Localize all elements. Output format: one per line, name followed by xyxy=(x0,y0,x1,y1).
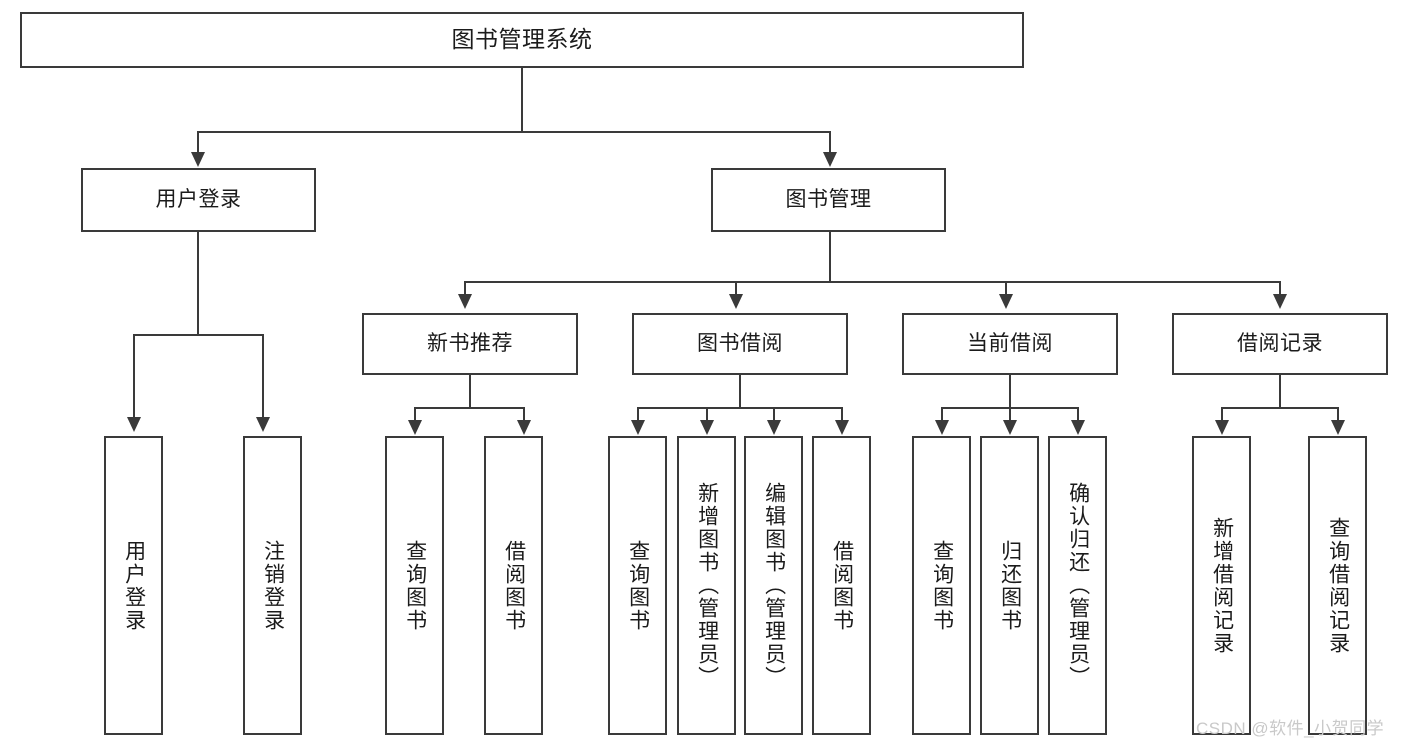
arrow-to-leaf-nb-2 xyxy=(517,420,531,435)
connector-drop-book-management xyxy=(829,131,831,153)
node-label: 查询图书 xyxy=(626,539,650,632)
connector-drop-current-borrow xyxy=(1005,281,1007,295)
arrow-to-leaf-login-2 xyxy=(256,417,270,432)
node-label: 借阅记录 xyxy=(1237,331,1323,355)
node-label: 编辑图书（管理员） xyxy=(762,482,786,689)
connector-drop-bb-3 xyxy=(773,407,775,421)
node-book-management-system[interactable]: 图书管理系统 xyxy=(20,12,1024,68)
node-label: 图书管理 xyxy=(785,187,872,211)
connector-level3-bus xyxy=(464,281,1280,283)
connector-level2-bus xyxy=(197,131,831,133)
connector-drop-bb-2 xyxy=(706,407,708,421)
arrow-to-leaf-cb-2 xyxy=(1003,420,1017,435)
arrow-to-book-borrow xyxy=(729,294,743,309)
arrow-to-current-borrow xyxy=(999,294,1013,309)
arrow-to-leaf-bb-3 xyxy=(767,420,781,435)
connector-root-stem xyxy=(521,68,523,132)
leaf-query-borrow-record[interactable]: 查询借阅记录 xyxy=(1308,436,1367,735)
connector-current-borrow-stem xyxy=(1009,375,1011,408)
arrow-to-new-book-recommend xyxy=(458,294,472,309)
connector-drop-br-2 xyxy=(1337,407,1339,421)
arrow-to-leaf-nb-1 xyxy=(408,420,422,435)
connector-drop-br-1 xyxy=(1221,407,1223,421)
node-current-borrow[interactable]: 当前借阅 xyxy=(902,313,1118,375)
arrow-to-leaf-login-1 xyxy=(127,417,141,432)
arrow-to-leaf-bb-4 xyxy=(835,420,849,435)
connector-user-login-stem xyxy=(197,232,199,335)
connector-book-borrow-stem xyxy=(739,375,741,408)
node-borrow-record[interactable]: 借阅记录 xyxy=(1172,313,1388,375)
arrow-to-leaf-br-1 xyxy=(1215,420,1229,435)
connector-borrow-record-stem xyxy=(1279,375,1281,408)
node-label: 新增借阅记录 xyxy=(1210,516,1234,655)
arrow-to-leaf-br-2 xyxy=(1331,420,1345,435)
node-book-management[interactable]: 图书管理 xyxy=(711,168,946,232)
node-new-book-recommend[interactable]: 新书推荐 xyxy=(362,313,578,375)
node-label: 查询图书 xyxy=(930,539,954,632)
node-label: 用户登录 xyxy=(122,539,146,632)
connector-user-login-bus xyxy=(133,334,263,336)
leaf-edit-book-admin[interactable]: 编辑图书（管理员） xyxy=(744,436,803,735)
node-label: 图书借阅 xyxy=(697,331,783,355)
connector-drop-login-1 xyxy=(133,334,135,418)
arrow-to-leaf-bb-2 xyxy=(700,420,714,435)
leaf-confirm-return-admin[interactable]: 确认归还（管理员） xyxy=(1048,436,1107,735)
node-label: 图书管理系统 xyxy=(451,26,593,53)
node-label: 借阅图书 xyxy=(830,539,854,632)
arrow-to-book-management xyxy=(823,152,837,167)
node-label: 确认归还（管理员） xyxy=(1066,482,1090,689)
leaf-logout[interactable]: 注销登录 xyxy=(243,436,302,735)
leaf-add-book-admin[interactable]: 新增图书（管理员） xyxy=(677,436,736,735)
leaf-borrow-book[interactable]: 借阅图书 xyxy=(812,436,871,735)
connector-borrow-record-bus xyxy=(1221,407,1338,409)
node-label: 新书推荐 xyxy=(427,331,513,355)
connector-drop-user-login xyxy=(197,131,199,153)
connector-book-borrow-bus xyxy=(637,407,842,409)
node-label: 借阅图书 xyxy=(502,539,526,632)
node-label: 查询图书 xyxy=(403,539,427,632)
connector-drop-cb-1 xyxy=(941,407,943,421)
connector-drop-cb-2 xyxy=(1009,407,1011,421)
connector-new-book-stem xyxy=(469,375,471,408)
connector-book-management-stem xyxy=(829,232,831,282)
node-user-login[interactable]: 用户登录 xyxy=(81,168,316,232)
connector-drop-bb-1 xyxy=(637,407,639,421)
arrow-to-user-login xyxy=(191,152,205,167)
node-book-borrow[interactable]: 图书借阅 xyxy=(632,313,848,375)
leaf-borrow-book-recommend[interactable]: 借阅图书 xyxy=(484,436,543,735)
connector-drop-nb-2 xyxy=(523,407,525,421)
connector-drop-new-book xyxy=(464,281,466,295)
node-label: 查询借阅记录 xyxy=(1326,516,1350,655)
arrow-to-borrow-record xyxy=(1273,294,1287,309)
leaf-query-book-recommend[interactable]: 查询图书 xyxy=(385,436,444,735)
leaf-query-book-borrow[interactable]: 查询图书 xyxy=(608,436,667,735)
connector-drop-bb-4 xyxy=(841,407,843,421)
node-label: 新增图书（管理员） xyxy=(695,482,719,689)
leaf-add-borrow-record[interactable]: 新增借阅记录 xyxy=(1192,436,1251,735)
arrow-to-leaf-bb-1 xyxy=(631,420,645,435)
connector-new-book-bus xyxy=(414,407,524,409)
connector-drop-book-borrow xyxy=(735,281,737,295)
leaf-user-login[interactable]: 用户登录 xyxy=(104,436,163,735)
arrow-to-leaf-cb-1 xyxy=(935,420,949,435)
connector-drop-borrow-record xyxy=(1279,281,1281,295)
connector-drop-cb-3 xyxy=(1077,407,1079,421)
connector-drop-login-2 xyxy=(262,334,264,418)
connector-drop-nb-1 xyxy=(414,407,416,421)
node-label: 当前借阅 xyxy=(967,331,1053,355)
leaf-return-book[interactable]: 归还图书 xyxy=(980,436,1039,735)
leaf-query-book-current[interactable]: 查询图书 xyxy=(912,436,971,735)
node-label: 用户登录 xyxy=(155,187,242,211)
node-label: 注销登录 xyxy=(261,539,285,632)
node-label: 归还图书 xyxy=(998,539,1022,632)
arrow-to-leaf-cb-3 xyxy=(1071,420,1085,435)
